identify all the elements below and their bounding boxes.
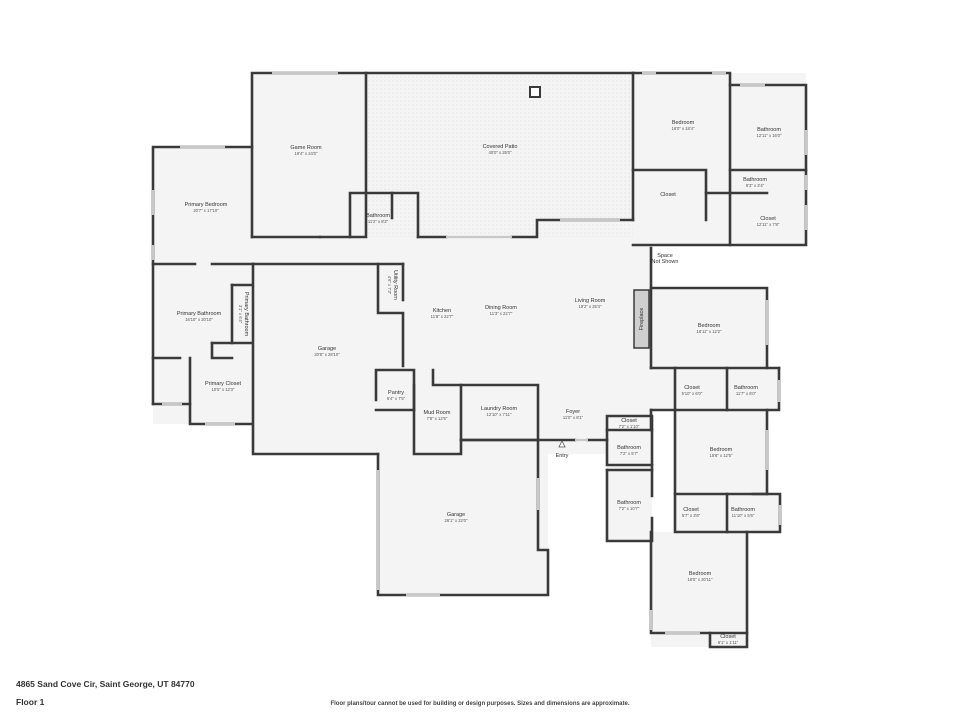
laundry-room-label: Laundry Room bbox=[481, 406, 517, 412]
primary-bedroom-dim: 20'7" x 17'10" bbox=[193, 208, 219, 213]
bathroom-ne-small-dim: 8'3" x 3'4" bbox=[746, 183, 765, 188]
bathroom-e1-label: Bathroom bbox=[734, 385, 758, 391]
bathroom-ne-dim: 12'11" x 16'0" bbox=[757, 133, 782, 138]
game-room-dim: 19'4" x 24'0" bbox=[295, 151, 318, 156]
foyer-label: Foyer bbox=[566, 409, 580, 415]
bathroom-e2-dim: 11'10" x 5'6" bbox=[732, 513, 755, 518]
closet-e1-dim: 5'10" x 6'0" bbox=[682, 391, 703, 396]
living-room-label: Living Room bbox=[575, 298, 606, 304]
closet-ne-label: Closet bbox=[660, 192, 676, 198]
bathroom-sw-label: Bathroom bbox=[617, 500, 641, 506]
bedroom-ne-label: Bedroom bbox=[672, 120, 695, 126]
bathroom-foyer-label: Bathroom bbox=[617, 445, 641, 451]
primary-bedroom-label: Primary Bedroom bbox=[185, 202, 228, 208]
living-room-dim: 19'2" x 25'4" bbox=[579, 304, 602, 309]
bathroom-ne-label: Bathroom bbox=[757, 127, 781, 133]
bedroom-se-label: Bedroom bbox=[689, 571, 712, 577]
primary-bathroom-label: Primary Bathroom bbox=[177, 311, 222, 317]
walls bbox=[151, 71, 808, 649]
floor-label: Floor 1 bbox=[16, 697, 45, 707]
bathroom-patio-label: Bathroom bbox=[366, 213, 390, 219]
property-address: 4865 Sand Cove Cir, Saint George, UT 847… bbox=[16, 679, 195, 689]
closet-e2-label: Closet bbox=[683, 507, 699, 513]
primary-bathroom-small-label: Primary Bathroom bbox=[243, 292, 249, 337]
fireplace-label: Fireplace bbox=[639, 308, 645, 331]
pantry-label: Pantry bbox=[388, 390, 404, 396]
garage-lower-label: Garage bbox=[447, 512, 465, 518]
windows bbox=[151, 71, 808, 635]
mud-room-dim: 7'8" x 12'6" bbox=[427, 416, 448, 421]
bathroom-foyer-dim: 7'2" x 5'7" bbox=[620, 451, 639, 456]
closet-e2-dim: 5'7" x 3'6" bbox=[682, 513, 701, 518]
foyer-dim: 11'0" x 8'1" bbox=[563, 415, 584, 420]
bedroom-ne-dim: 16'0" x 18'4" bbox=[672, 126, 695, 131]
dining-room-label: Dining Room bbox=[485, 305, 517, 311]
entry-arrow-icon bbox=[558, 440, 566, 448]
closet-se-dim: 6'1" x 1'11" bbox=[718, 640, 739, 645]
bathroom-sw-dim: 7'2" x 10'7" bbox=[619, 506, 640, 511]
bathroom-ne-small-label: Bathroom bbox=[743, 177, 767, 183]
disclaimer: Floor plans/tour cannot be used for buil… bbox=[330, 701, 630, 707]
bedroom-e2-label: Bedroom bbox=[710, 447, 733, 453]
covered-patio-label: Covered Patio bbox=[483, 144, 518, 150]
primary-closet-dim: 10'5" x 12'3" bbox=[212, 387, 235, 392]
entry-label: Entry bbox=[556, 453, 569, 459]
patio-column bbox=[529, 86, 541, 98]
closet-foyer-label: Closet bbox=[621, 418, 637, 424]
closet-e1-label: Closet bbox=[684, 385, 700, 391]
kitchen-dim: 11'8" x 22'7" bbox=[431, 314, 454, 319]
bedroom-e1-label: Bedroom bbox=[698, 323, 721, 329]
closet-ne2-label: Closet bbox=[760, 216, 776, 222]
dining-room-dim: 11'3" x 22'7" bbox=[490, 311, 513, 316]
garage-main-label: Garage bbox=[318, 346, 336, 352]
primary-bathroom-dim: 16'10" x 20'10" bbox=[185, 317, 213, 322]
bathroom-e1-dim: 11'7" x 6'0" bbox=[736, 391, 757, 396]
kitchen-label: Kitchen bbox=[433, 308, 451, 314]
closet-ne2-dim: 12'11" x 7'8" bbox=[757, 222, 780, 227]
game-room-label: Game Room bbox=[290, 145, 322, 151]
closet-se-label: Closet bbox=[720, 634, 736, 640]
pantry-dim: 6'4" x 7'5" bbox=[387, 396, 406, 401]
bathroom-patio-dim: 11'2" x 8'2" bbox=[368, 219, 389, 224]
utility-room-label: Utility Room bbox=[392, 270, 398, 300]
laundry-room-dim: 12'10" x 7'11" bbox=[487, 412, 512, 417]
bedroom-e1-dim: 16'11" x 12'2" bbox=[697, 329, 722, 334]
covered-patio-dim: 40'0" x 25'0" bbox=[489, 150, 512, 155]
primary-closet-label: Primary Closet bbox=[205, 381, 242, 387]
patio-hatch bbox=[366, 73, 633, 237]
garage-main-dim: 20'8" x 28'10" bbox=[314, 352, 340, 357]
mud-room-label: Mud Room bbox=[424, 410, 451, 416]
closet-foyer-dim: 7'2" x 1'10" bbox=[619, 424, 640, 429]
utility-room-dim: 4'6" x 7'3" bbox=[387, 276, 392, 295]
garage-lower-dim: 26'1" x 22'0" bbox=[445, 518, 468, 523]
room-labels: Game Room 19'4" x 24'0" Covered Patio 40… bbox=[177, 120, 782, 645]
fireplace bbox=[633, 289, 650, 349]
bedroom-se-dim: 16'5" x 20'11" bbox=[688, 577, 713, 582]
primary-bathroom-small-dim: 3'1" x 6'4" bbox=[238, 305, 243, 324]
bedroom-e2-dim: 15'8" x 12'5" bbox=[710, 453, 733, 458]
bathroom-e2-label: Bathroom bbox=[731, 507, 755, 513]
